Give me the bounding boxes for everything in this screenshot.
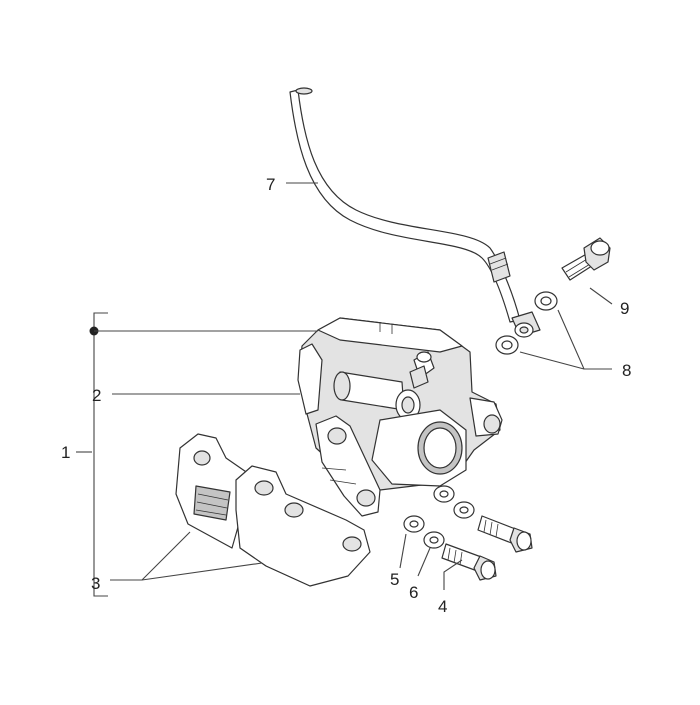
callout-7: 7	[266, 175, 275, 194]
caliper-bolts-part	[441, 515, 533, 581]
callout-labels: 1 2 3 4 5 6 7 8 9	[61, 175, 631, 616]
callout-9: 9	[620, 299, 629, 318]
callout-5: 5	[390, 570, 399, 589]
callout-6: 6	[409, 583, 418, 602]
washers-part	[403, 485, 475, 549]
assembly-bracket	[89, 312, 318, 597]
banjo-bolt-part	[561, 237, 611, 281]
copper-washers-part	[495, 291, 558, 355]
callout-2: 2	[92, 386, 101, 405]
callout-3: 3	[91, 574, 100, 593]
leader-lines	[76, 182, 613, 590]
brake-pads-part	[175, 433, 371, 587]
callout-1: 1	[61, 443, 70, 462]
brake-caliper-part	[297, 317, 503, 517]
brake-hose-part	[289, 87, 541, 338]
callout-8: 8	[622, 361, 631, 380]
callout-4: 4	[438, 597, 447, 616]
